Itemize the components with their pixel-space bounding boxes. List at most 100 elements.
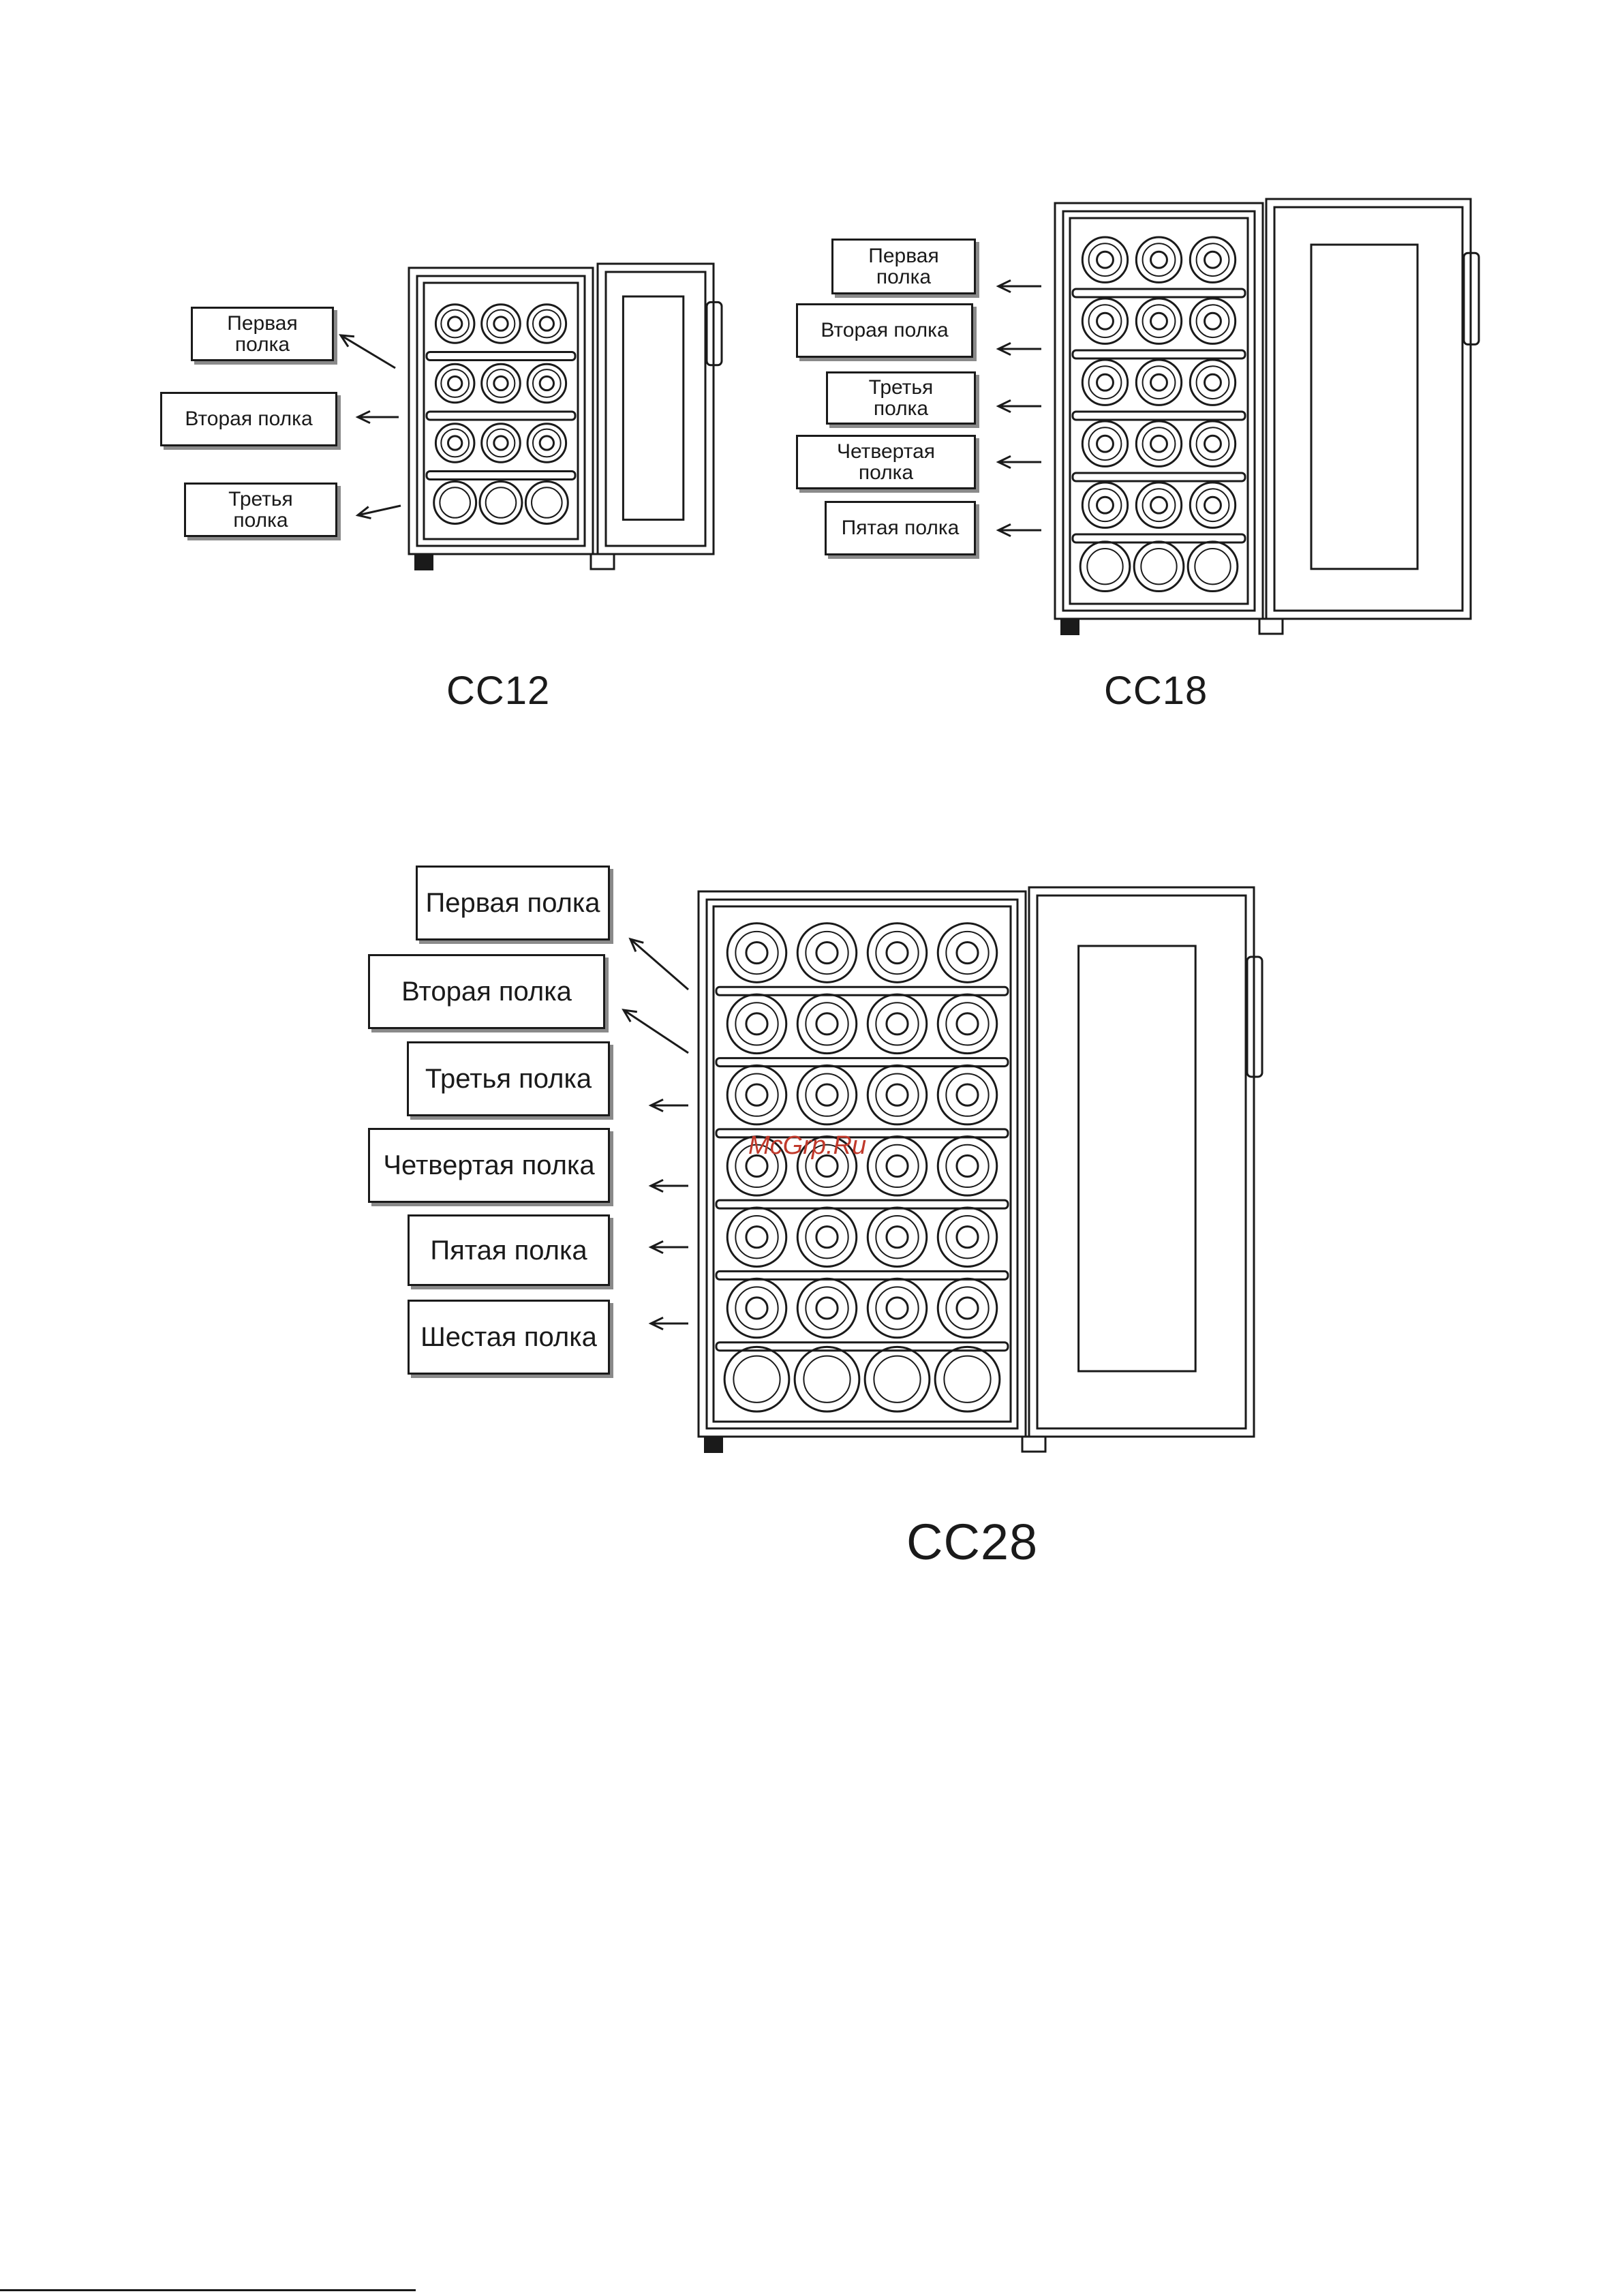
cc12-bottle-ring — [532, 487, 562, 518]
cc18-bottle-ring — [1087, 549, 1122, 584]
cc18-cabinet — [1055, 199, 1479, 635]
cc28-bottle-neck — [746, 1227, 767, 1248]
cc18-bottle-ring — [1143, 366, 1176, 399]
cc28-label-3: Третья полка — [407, 1041, 610, 1116]
cc18-bottle-neck — [1097, 251, 1114, 268]
cc18-bottle-neck — [1205, 313, 1221, 329]
cc12-foot-right — [591, 554, 614, 569]
cc28-foot-left — [704, 1437, 723, 1453]
cc18-bottle-neck — [1151, 374, 1167, 391]
cc12-bottle-ring — [533, 429, 561, 457]
cc28-bottle-neck — [746, 1013, 767, 1035]
cc12-cabinet — [409, 264, 722, 570]
cc12-bottle-neck — [540, 436, 553, 450]
cc28-bottle-neck — [887, 942, 908, 963]
cc12-bottle-ring — [441, 310, 469, 338]
cc28-bottle-neck — [816, 942, 838, 963]
cc28-label-5: Пятая полка — [408, 1214, 610, 1286]
cc28-bottle-ring — [806, 1073, 848, 1116]
cc18-bottle-neck — [1151, 497, 1167, 513]
cc12-door-glass — [623, 296, 683, 520]
cc18-bottle-ring — [1141, 549, 1176, 584]
cc12-door — [598, 264, 714, 554]
cc12-bottle-ring — [440, 487, 470, 518]
cc18-label-4: Четвертая полка — [796, 435, 976, 489]
cc28-bottle-neck — [957, 942, 978, 963]
cc28-bottle-neck — [816, 1298, 838, 1319]
cc12-bottle-ring — [487, 369, 515, 397]
cc28-bottle-neck — [746, 942, 767, 963]
cc28-bottle-ring — [876, 932, 918, 974]
cc28-bottle-neck — [746, 1298, 767, 1319]
cc12-label-2: Вторая полка — [160, 392, 337, 446]
cc28-label-6: Шестая полка — [408, 1300, 610, 1375]
cc18-bottle-ring — [1089, 305, 1122, 337]
cc18-bottle-neck — [1205, 497, 1221, 513]
cc28-bottle-ring — [946, 1145, 988, 1187]
cc28-label-1: Первая полка — [416, 866, 610, 940]
cc28-bottle-neck — [816, 1013, 838, 1035]
cc18-bottle-ring — [1197, 489, 1229, 521]
cc12-door-frame — [606, 272, 705, 546]
cc12-bottle-neck — [494, 376, 508, 390]
cc28-door-frame — [1037, 896, 1246, 1428]
cc18-bottle-neck — [1097, 374, 1114, 391]
cc18-bottle-ring — [1143, 305, 1176, 337]
cc12-bottle-ring — [533, 369, 561, 397]
cc18-bottle-neck — [1151, 313, 1167, 329]
cc18-foot-left — [1060, 619, 1079, 635]
cc18-bottle-ring — [1195, 549, 1230, 584]
cc28-bottle-neck — [887, 1084, 908, 1105]
cc28-bottle-ring — [946, 1002, 988, 1045]
cc18-door-glass — [1311, 245, 1418, 569]
cc18-bottle-ring — [1143, 489, 1176, 521]
cc18-label-5: Пятая полка — [825, 501, 976, 555]
cc28-bottle-neck — [746, 1084, 767, 1105]
arrow-shaft — [630, 939, 688, 990]
cc12-shelf — [427, 412, 575, 420]
cc12-bottle-ring — [486, 487, 517, 518]
cc12-label-1: Первая полка — [191, 307, 334, 361]
cc18-label-2: Вторая полка — [796, 303, 973, 358]
cc28-bottle-ring — [946, 1073, 988, 1116]
cc28-bottle-neck — [957, 1227, 978, 1248]
cc18-bottle-ring — [1089, 489, 1122, 521]
cc28-body — [699, 891, 1026, 1437]
cc12-bottle-neck — [540, 317, 553, 331]
cc18-door-frame — [1274, 207, 1462, 611]
cc28-bottle-neck — [816, 1084, 838, 1105]
cc18-bottle-neck — [1151, 251, 1167, 268]
cc18-label-3: Третья полка — [826, 371, 976, 425]
cc28-bottle-neck — [887, 1013, 908, 1035]
cc28-bottle-ring — [733, 1356, 780, 1403]
cc18-shelf — [1073, 473, 1245, 481]
arrow-head — [624, 1010, 637, 1022]
cc12-bottle-neck — [448, 376, 461, 390]
cc18-bottle-neck — [1097, 435, 1114, 452]
cc28-bottle-neck — [957, 1013, 978, 1035]
cc18-door — [1266, 199, 1471, 619]
cc28-bottle-ring — [946, 1287, 988, 1329]
cc12-bottle-neck — [540, 376, 553, 390]
cc28-bottle-ring — [735, 1073, 778, 1116]
cc18-label-1: Первая полка — [831, 239, 976, 294]
cc28-door-glass — [1079, 946, 1196, 1371]
cc28-bottle-ring — [876, 1287, 918, 1329]
cc28-bottle-neck — [887, 1298, 908, 1319]
cc12-bottle-neck — [448, 436, 461, 450]
cc28-bottle-ring — [806, 1002, 848, 1045]
cc12-shelf — [427, 472, 575, 480]
cc28-cabinet — [699, 887, 1262, 1453]
cc28-bottle-ring — [876, 1073, 918, 1116]
arrow-shaft — [624, 1010, 688, 1053]
cc12-bottle-ring — [441, 369, 469, 397]
cc28-bottle-ring — [803, 1356, 850, 1403]
cc28-bottle-ring — [946, 932, 988, 974]
cc28-bottle-neck — [887, 1227, 908, 1248]
cc18-shelf — [1073, 350, 1245, 358]
cc28-label-2: Вторая полка — [368, 954, 605, 1029]
cc12-bottle-neck — [494, 317, 508, 331]
cc18-bottle-neck — [1205, 251, 1221, 268]
cc18-bottle-ring — [1143, 243, 1176, 276]
cc28-bottle-ring — [735, 932, 778, 974]
